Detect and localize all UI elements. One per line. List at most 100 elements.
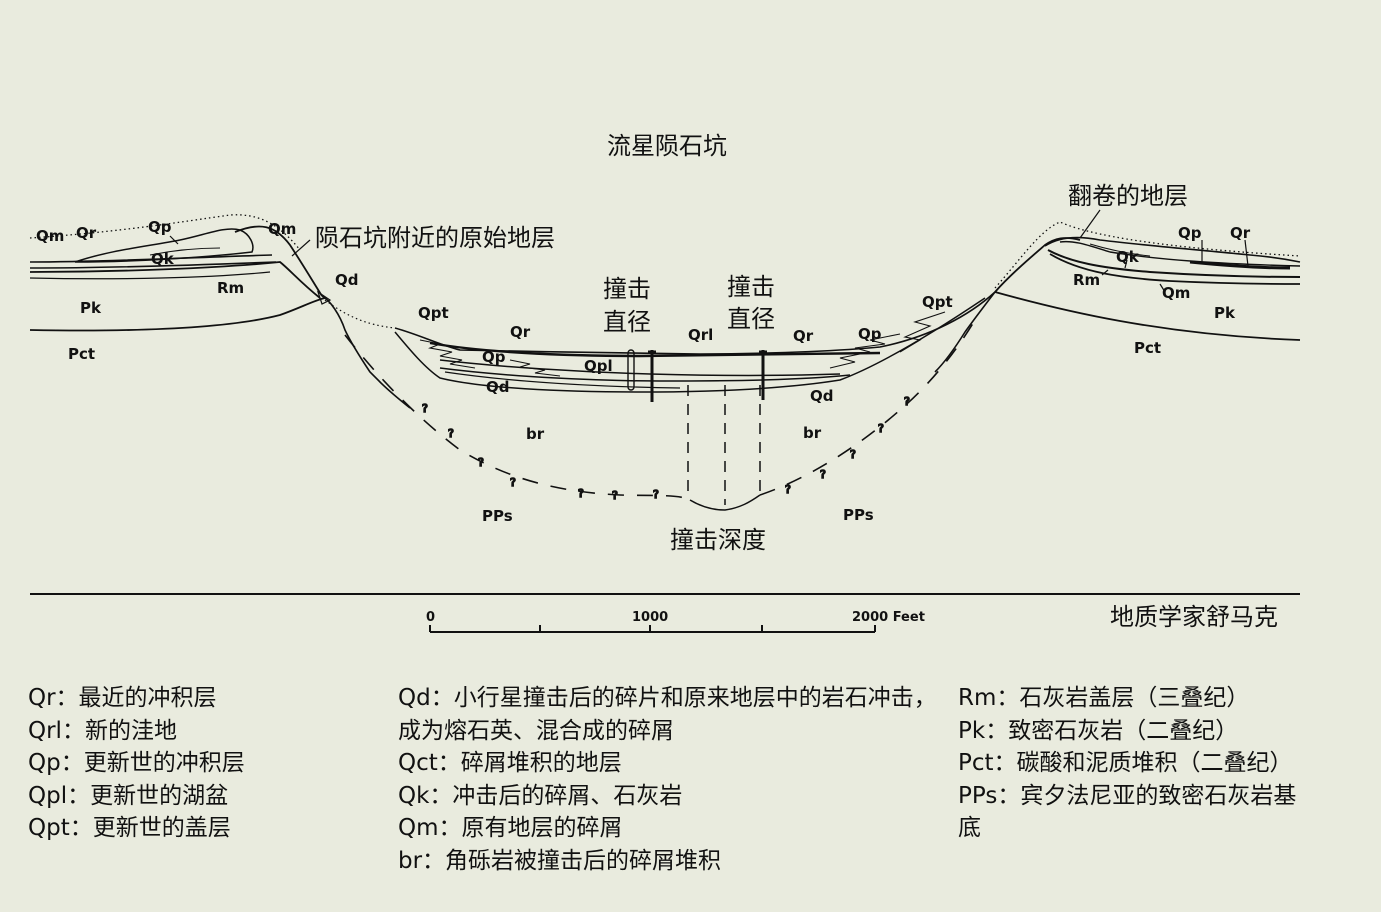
left-rim-strata (29, 214, 411, 409)
crater-qd-wall-left (394, 331, 641, 393)
crater-qd-wall-right (639, 297, 986, 393)
unit-right-qm: Qm (1162, 284, 1190, 302)
crater-floor-line-2 (439, 359, 841, 377)
right-overturned-fold (1044, 236, 1301, 263)
label-author: 地质学家舒马克 (1110, 603, 1278, 631)
drill-hole-left (627, 349, 635, 391)
svg-text:?: ? (820, 468, 826, 481)
legend-item-qm: Qm：原有地层的碎屑 (398, 815, 623, 841)
unit-left-pct: Pct (68, 345, 95, 363)
label-impact-diameter-2-line1: 撞击 (727, 273, 775, 301)
unit-center-qd-2: Qd (810, 387, 834, 405)
label-impact-diameter-2-line2: 直径 (727, 305, 775, 333)
unit-right-rm: Rm (1073, 271, 1100, 289)
legend-item-pk: Pk：致密石灰岩（二叠纪） (958, 717, 1239, 744)
legend-item-pct: Pct：碳酸和泥质堆积（二叠纪） (958, 750, 1293, 776)
crater-floor-line-1 (429, 341, 881, 358)
legend-column-3: Rm：石灰岩盖层（三叠纪） Pk：致密石灰岩（二叠纪） Pct：碳酸和泥质堆积（… (958, 682, 1308, 845)
breccia-boundary-bottom (689, 494, 761, 511)
unit-right-pct: Pct (1134, 339, 1161, 357)
left-surface-line-2 (29, 261, 277, 269)
label-impact-diameter-1-line2: 直径 (603, 308, 651, 336)
scale-label-1000: 1000 (632, 610, 668, 625)
svg-text:?: ? (785, 483, 791, 496)
unit-left-qk: Qk (151, 250, 175, 268)
left-qd-fragment (316, 290, 332, 305)
impact-guides (687, 385, 761, 505)
unit-right-qk: Qk (1116, 248, 1140, 266)
unit-center-br-2: br (803, 424, 822, 442)
unit-center-qp-2: Qp (858, 325, 882, 343)
left-surface-line-1 (29, 254, 273, 263)
label-original-strata: 陨石坑附近的原始地层 (315, 224, 555, 252)
right-qk-lens (1089, 243, 1151, 257)
unit-left-pk: Pk (80, 299, 102, 317)
crater-fill (324, 291, 996, 402)
right-crater-wall (934, 291, 996, 373)
unit-right-qr: Qr (1230, 224, 1251, 242)
legend-item-qpt: Qpt：更新世的盖层 (28, 815, 231, 841)
left-crater-wall (321, 295, 411, 409)
legend-item-pps: PPs：宾夕法尼亚的致密石灰岩基底 (958, 782, 1297, 842)
label-leaders (169, 209, 1249, 293)
unit-left-rm: Rm (217, 279, 244, 297)
unit-center-qp: Qp (482, 348, 506, 366)
left-original-surface-dotted (29, 214, 301, 251)
right-fold-inner (1059, 240, 1301, 267)
scale-label-0: 0 (426, 610, 435, 625)
crater-zigzag-right-2 (899, 311, 946, 353)
breccia-boundary-left (344, 334, 691, 501)
right-fold-band-1 (1047, 249, 1301, 278)
legend-item-qr: Qr：最近的冲积层 (28, 685, 217, 711)
crater-zigzag-left (419, 339, 476, 369)
legend-item-qct: Qct：碎屑堆积的地层 (398, 750, 622, 776)
unit-center-qrl: Qrl (688, 326, 713, 344)
unit-center-qpt-2: Qpt (922, 293, 953, 311)
unit-left-qm: Qm (36, 227, 64, 245)
unit-center-pps: PPs (482, 507, 513, 525)
svg-text:?: ? (850, 448, 856, 461)
left-qk-hatch (149, 247, 221, 256)
label-impact-depth: 撞击深度 (670, 526, 766, 554)
diagram-title: 流星陨石坑 (607, 132, 727, 160)
legend-item-qd: Qd：小行星撞击后的碎片和原来地层中的岩石冲击，成为熔石英、混合成的碎屑 (398, 685, 937, 744)
legend-item-qrl: Qrl：新的洼地 (28, 717, 177, 744)
legend-column-1: Qr：最近的冲积层 Qrl：新的洼地 Qp：更新世的冲积层 Qpl：更新世的湖盆… (28, 682, 388, 845)
legend-item-qp: Qp：更新世的冲积层 (28, 750, 245, 776)
right-rim-strata (934, 221, 1301, 373)
unit-left-qr: Qr (76, 224, 97, 242)
right-pk-pct-contact (994, 291, 1301, 341)
svg-text:?: ? (612, 489, 618, 502)
unit-center-qpt: Qpt (418, 304, 449, 322)
breccia-boundary: ? ? ? ? ? ? ? ? ? ? ? ? (344, 319, 976, 511)
unit-center-qr: Qr (510, 323, 531, 341)
right-qr-lens (1189, 260, 1291, 270)
unit-center-qd: Qd (486, 378, 510, 396)
unit-center-br: br (526, 425, 545, 443)
left-rim-slope (234, 225, 323, 297)
svg-text:?: ? (878, 422, 884, 435)
crater-dotted-surface (324, 299, 396, 329)
legend-item-qk: Qk：冲击后的碎屑、石灰岩 (398, 782, 683, 809)
label-impact-diameter-1-line1: 撞击 (603, 275, 651, 303)
unit-left-qp: Qp (148, 218, 172, 236)
right-rim-slope (994, 237, 1081, 293)
legend-item-qpl: Qpl：更新世的湖盆 (28, 782, 229, 809)
scale-bar (429, 625, 876, 633)
crater-zigzag-right (829, 333, 901, 369)
left-rm-band-lower (29, 271, 271, 280)
svg-text:?: ? (653, 488, 659, 501)
unit-center-qr-2: Qr (793, 327, 814, 345)
svg-text:?: ? (578, 487, 584, 500)
legend-item-br: br：角砾岩被撞击后的碎屑堆积 (398, 847, 722, 874)
crater-qpt-upper (394, 291, 996, 355)
svg-text:?: ? (478, 456, 484, 469)
svg-text:?: ? (448, 427, 454, 440)
svg-text:?: ? (510, 476, 516, 489)
crater-floor-line-3 (439, 367, 851, 382)
legend-item-rm: Rm：石灰岩盖层（三叠纪） (958, 685, 1250, 711)
svg-text:?: ? (422, 402, 428, 415)
right-fold-band-2 (1049, 253, 1301, 285)
unit-right-qp: Qp (1178, 224, 1202, 242)
scale-label-2000-feet: 2000 Feet (852, 610, 925, 625)
